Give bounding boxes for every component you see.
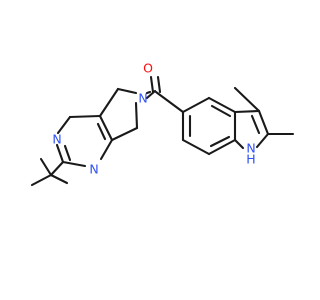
molecule-canvas: O N N N N H: [30, 60, 295, 187]
bond-tbu-quaternary-methyl-left: [30, 173, 53, 187]
bond-c7a-c7-double: [209, 135, 231, 148]
bond-tbu-quaternary-methyl-right: [49, 173, 69, 185]
bond-c2-n1: [255, 132, 270, 149]
bond-c3a-c3: [233, 109, 261, 114]
bond-c5-c4: [181, 96, 211, 114]
bond-c3-methyl: [233, 86, 261, 113]
molecule-structure: O N N N N H: [30, 61, 295, 187]
bond-n1-c7a: [233, 138, 245, 150]
carbonyl-oxygen-label: O: [143, 61, 153, 76]
bond-c7-c7a: [110, 126, 139, 142]
bond-c7-c6: [181, 138, 211, 156]
bond-c4-c3a: [207, 96, 237, 114]
bond-c4a-c7a: [98, 114, 114, 142]
bond-c4-c3a-double: [210, 104, 232, 118]
pyrimidine-n3-label: N: [52, 132, 61, 147]
bond-n6-carbonyl: [145, 90, 152, 95]
pyrimidine-n1-label: N: [89, 162, 98, 177]
indole-nitrogen-label: N: [246, 141, 255, 156]
bond-tbu-to-c2: [49, 160, 65, 177]
bond-c-o-double-1: [149, 75, 155, 94]
bond-c7a-c7: [207, 138, 237, 156]
bond-c2-n3-double: [63, 144, 72, 162]
bond-n1-c2: [61, 160, 87, 168]
bond-c4a-c5: [98, 87, 120, 118]
bond-tbu-quaternary-methyl-top: [39, 157, 53, 177]
bond-c3-c2-double: [250, 114, 261, 135]
bond-carbonyl-indole: [154, 90, 185, 114]
indole-hydrogen-label: H: [246, 152, 255, 167]
amide-nitrogen-label: N: [138, 91, 147, 106]
bond-c3-c2: [257, 109, 270, 136]
bond-c4a-c7a-double: [96, 122, 107, 141]
bond-c-o-double-2: [156, 75, 162, 94]
bond-n3-c4: [56, 115, 72, 135]
bond-c4-c4a: [68, 114, 102, 119]
bond-n6-c7: [134, 101, 139, 130]
bond-c7a-n1: [99, 138, 114, 161]
bond-c5-n6: [116, 87, 138, 95]
bond-c2-n3: [55, 143, 65, 164]
